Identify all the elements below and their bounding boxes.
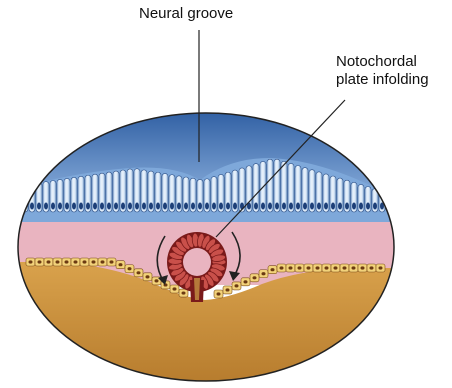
endoderm-nucleus	[244, 280, 248, 283]
ectoderm-nucleus	[114, 203, 118, 210]
endoderm-nucleus	[370, 266, 374, 269]
endoderm-nucleus	[83, 260, 87, 263]
ectoderm-nucleus	[128, 203, 132, 210]
notochordal-plate-label: Notochordal plate infolding	[336, 53, 429, 89]
ectoderm-nucleus	[170, 203, 174, 210]
ectoderm-nucleus	[303, 203, 307, 210]
ectoderm-nucleus	[184, 203, 188, 210]
endoderm-nucleus	[101, 260, 105, 263]
ectoderm-nucleus	[149, 203, 153, 210]
ectoderm-nucleus	[254, 203, 258, 210]
ectoderm-nucleus	[310, 203, 314, 210]
ectoderm-nucleus	[177, 203, 181, 210]
ectoderm-nucleus	[359, 203, 363, 210]
endoderm-nucleus	[316, 266, 320, 269]
endoderm-nucleus	[65, 260, 69, 263]
ectoderm-nucleus	[261, 203, 265, 210]
ectoderm-nucleus	[233, 203, 237, 210]
endoderm-nucleus	[74, 260, 78, 263]
endoderm-nucleus	[92, 260, 96, 263]
endoderm-nucleus	[128, 267, 132, 270]
ectoderm-nucleus	[93, 203, 97, 210]
ectoderm-nucleus	[107, 203, 111, 210]
endoderm-nucleus	[352, 266, 356, 269]
notochordal-label-line1: Notochordal	[336, 53, 429, 71]
endoderm-nucleus	[262, 272, 266, 275]
ectoderm-nucleus	[324, 203, 328, 210]
ectoderm-nucleus	[296, 203, 300, 210]
ectoderm-nucleus	[163, 203, 167, 210]
ectoderm-nucleus	[135, 203, 139, 210]
ectoderm-nucleus	[219, 203, 223, 210]
ectoderm-nucleus	[331, 203, 335, 210]
ectoderm-nucleus	[44, 203, 48, 210]
ectoderm-nucleus	[282, 203, 286, 210]
endoderm-nucleus	[379, 266, 383, 269]
ectoderm-nucleus	[338, 203, 342, 210]
ectoderm-nucleus	[352, 203, 356, 210]
endoderm-nucleus	[182, 291, 186, 294]
endoderm-nucleus	[235, 284, 239, 287]
endoderm-nucleus	[226, 288, 230, 291]
endoderm-nucleus	[29, 260, 33, 263]
ectoderm-nucleus	[387, 203, 391, 210]
notochordal-label-line2: plate infolding	[336, 71, 429, 89]
ectoderm-nucleus	[156, 203, 160, 210]
endoderm-nucleus	[271, 268, 275, 271]
endoderm-nucleus	[119, 263, 123, 266]
ectoderm-nucleus	[51, 203, 55, 210]
ectoderm-nucleus	[366, 203, 370, 210]
endoderm-nucleus	[146, 275, 150, 278]
endoderm-nucleus	[298, 266, 302, 269]
ectoderm-nucleus	[58, 203, 62, 210]
ectoderm-nucleus	[191, 203, 195, 210]
ectoderm-nucleus	[65, 203, 69, 210]
ectoderm-nucleus	[86, 203, 90, 210]
ectoderm-nucleus	[142, 203, 146, 210]
endoderm-nucleus	[307, 266, 311, 269]
ectoderm-nucleus	[289, 203, 293, 210]
endoderm-nucleus	[343, 266, 347, 269]
endoderm-nucleus	[289, 266, 293, 269]
endoderm-nucleus	[334, 266, 338, 269]
ectoderm-nucleus	[100, 203, 104, 210]
endoderm-nucleus	[325, 266, 329, 269]
endoderm-nucleus	[47, 260, 51, 263]
ectoderm-nucleus	[205, 203, 209, 210]
endoderm-nucleus	[38, 260, 42, 263]
endoderm-nucleus	[361, 266, 365, 269]
endoderm-nucleus	[217, 292, 221, 295]
endoderm-nucleus	[155, 279, 159, 282]
ectoderm-nucleus	[37, 203, 41, 210]
ectoderm-nucleus	[121, 203, 125, 210]
endoderm-nucleus	[253, 276, 257, 279]
ectoderm-nucleus	[198, 203, 202, 210]
endoderm-nucleus	[56, 260, 60, 263]
neural-groove-label: Neural groove	[139, 5, 233, 23]
endoderm-nucleus	[137, 271, 141, 274]
ectoderm-cell	[22, 185, 28, 212]
ectoderm-nucleus	[345, 203, 349, 210]
ectoderm-nucleus	[212, 203, 216, 210]
ectoderm-nucleus	[72, 203, 76, 210]
endoderm-nucleus	[280, 266, 284, 269]
endoderm-nucleus	[173, 287, 177, 290]
endoderm-nucleus	[110, 260, 114, 263]
ectoderm-nucleus	[268, 203, 272, 210]
ectoderm-nucleus	[30, 203, 34, 210]
ectoderm-nucleus	[226, 203, 230, 210]
ectoderm-nucleus	[275, 203, 279, 210]
ectoderm-nucleus	[373, 203, 377, 210]
ectoderm-nucleus	[79, 203, 83, 210]
ectoderm-nucleus	[317, 203, 321, 210]
